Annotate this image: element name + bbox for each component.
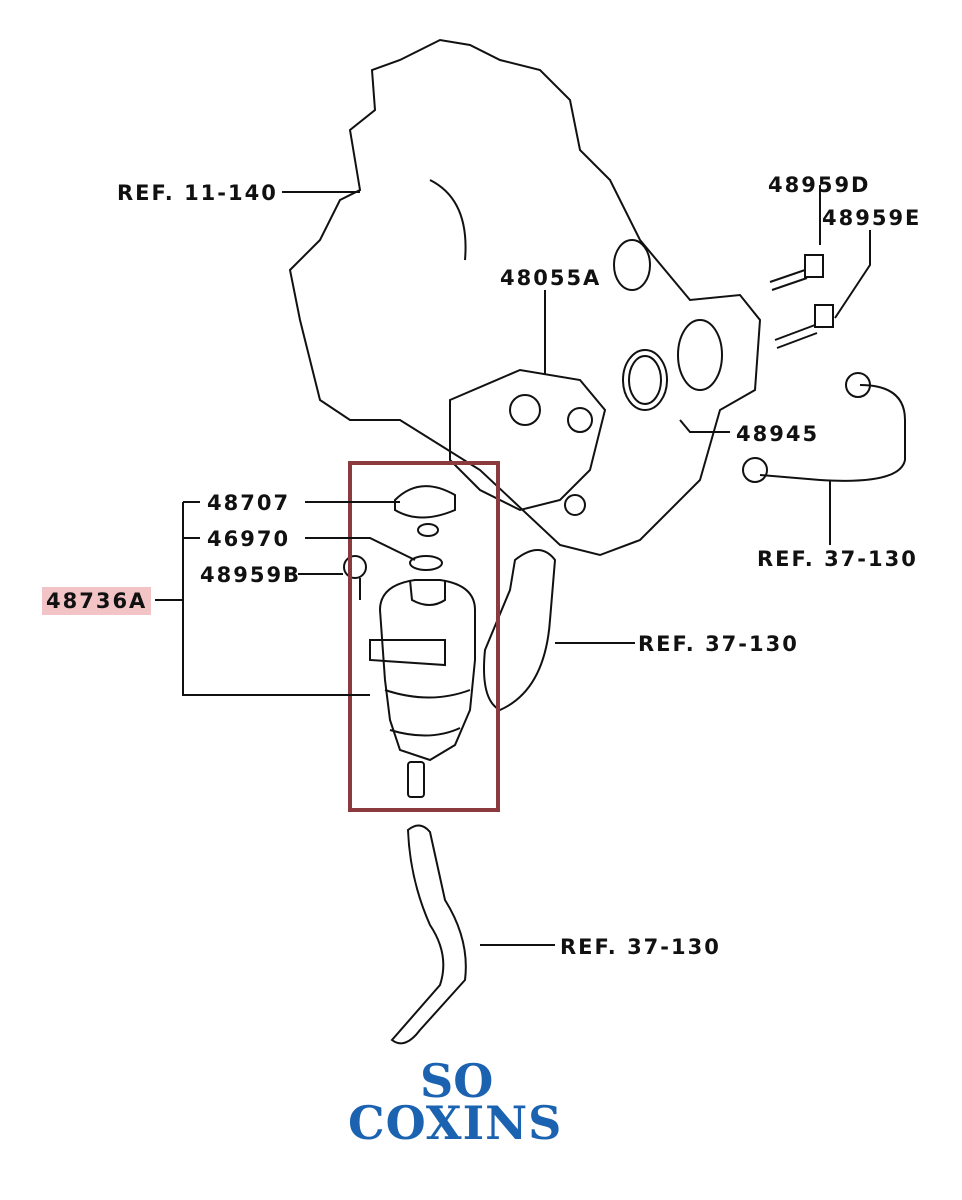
supply-hose (390, 824, 467, 1045)
callout-48959E[interactable]: 48959E (822, 206, 922, 230)
callout-ref-11-140[interactable]: REF. 11-140 (117, 181, 278, 205)
callout-48959D[interactable]: 48959D (768, 173, 871, 197)
reservoir-cap (394, 485, 456, 519)
return-hose (483, 549, 557, 712)
pressure-pipe (759, 384, 906, 482)
timing-cover-outline (288, 38, 762, 557)
highlight-box (348, 461, 500, 812)
leader-lines (155, 185, 871, 946)
callout-48945[interactable]: 48945 (736, 422, 820, 446)
callout-ref-37-130-lower[interactable]: REF. 37-130 (560, 935, 721, 959)
callout-48707[interactable]: 48707 (207, 491, 291, 515)
callout-48959B[interactable]: 48959B (200, 563, 302, 587)
callout-ref-37-130-pipe[interactable]: REF. 37-130 (757, 547, 918, 571)
callout-48736A[interactable]: 48736A (42, 587, 152, 615)
logo-line1: SO (420, 1054, 494, 1108)
callout-46970[interactable]: 46970 (207, 527, 291, 551)
reservoir-body (378, 579, 476, 762)
bolt-48959E (774, 324, 818, 349)
callout-48055A[interactable]: 48055A (500, 266, 602, 290)
logo-line2: COXINS (348, 1096, 563, 1150)
bolt-48959D (769, 269, 808, 291)
power-steering-pump (449, 368, 607, 512)
callout-ref-37-130-hose[interactable]: REF. 37-130 (638, 632, 799, 656)
